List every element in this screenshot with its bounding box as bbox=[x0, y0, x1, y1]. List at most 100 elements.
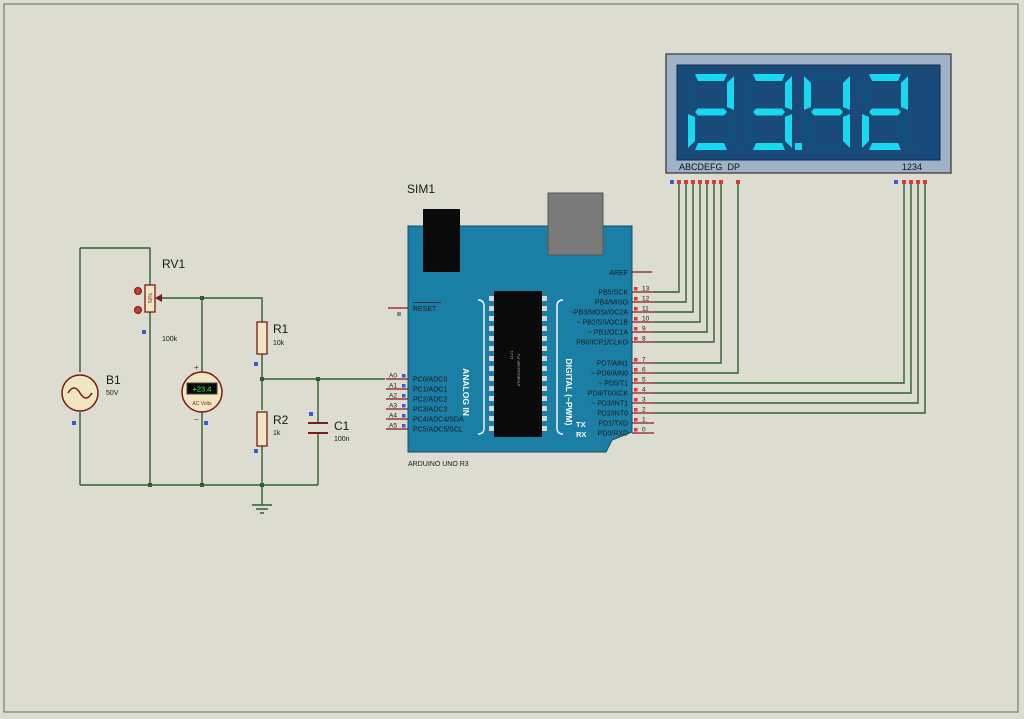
pin-marker bbox=[698, 180, 702, 184]
pin-marker bbox=[402, 384, 406, 388]
analog-pin-ext: A0 bbox=[389, 373, 397, 380]
pin-marker bbox=[691, 180, 695, 184]
analog-pin-ext: A5 bbox=[389, 423, 397, 430]
voltmeter-minus: − bbox=[194, 415, 199, 424]
reset-label: RESET bbox=[413, 306, 437, 313]
digit-segment bbox=[695, 108, 727, 116]
seven-segment-display[interactable]: ABCDEFG DP 1234 bbox=[665, 53, 952, 174]
segment-wire bbox=[654, 182, 708, 333]
pin-marker bbox=[634, 307, 638, 311]
digital-pin-name: ~ PD6/AIN0 bbox=[591, 371, 628, 378]
chip-pin bbox=[542, 416, 547, 421]
chip-pin bbox=[489, 366, 494, 371]
chip-pin bbox=[542, 326, 547, 331]
digit-segment bbox=[811, 74, 843, 81]
digit-segment bbox=[804, 114, 811, 148]
digital-pin-name: PD4/T0/XCK bbox=[588, 391, 628, 398]
chip-pin bbox=[542, 346, 547, 351]
digital-pin-number: 9 bbox=[642, 326, 646, 333]
analog-pin-ext: A4 bbox=[389, 413, 397, 420]
digit-segment bbox=[901, 114, 908, 148]
pin-marker bbox=[634, 368, 638, 372]
pin-marker bbox=[909, 180, 913, 184]
pin-marker bbox=[719, 180, 723, 184]
decimal-point bbox=[795, 143, 802, 150]
chip-pin bbox=[542, 426, 547, 431]
digit-segment bbox=[785, 114, 792, 148]
analog-pin-name: PC4/ADC4/SDA bbox=[413, 417, 464, 424]
pin-marker bbox=[916, 180, 920, 184]
chip-pin bbox=[542, 316, 547, 321]
r2-ref: R2 bbox=[273, 413, 289, 427]
display-digit bbox=[804, 74, 860, 150]
pin-marker bbox=[894, 180, 898, 184]
digital-pin-name: ~ PB2/SS/OC1B bbox=[576, 320, 628, 327]
chip-pin bbox=[489, 326, 494, 331]
digital-pin-number: 3 bbox=[642, 397, 646, 404]
digit-segment bbox=[688, 114, 695, 148]
pin-marker bbox=[634, 398, 638, 402]
digital-pin-number: 11 bbox=[642, 306, 649, 313]
display-digit bbox=[688, 74, 744, 150]
rv1-value: 100k bbox=[162, 336, 178, 343]
pin-marker bbox=[402, 424, 406, 428]
digit-pins-label: 1234 bbox=[902, 162, 922, 172]
analog-pin-ext: A3 bbox=[389, 403, 397, 410]
chip-pin bbox=[542, 396, 547, 401]
voltmeter-plus: + bbox=[194, 363, 199, 372]
digital-pin-name: ~ PD5/T1 bbox=[598, 381, 628, 388]
tx-label: TX bbox=[576, 420, 586, 429]
voltmeter-reading: +23.4 bbox=[193, 385, 212, 394]
pin-marker bbox=[634, 378, 638, 382]
digit-segment bbox=[869, 74, 901, 81]
decimal-point bbox=[911, 143, 918, 150]
digit-segment bbox=[843, 114, 850, 148]
capacitor-c1[interactable]: C1 100n bbox=[308, 412, 350, 443]
display-digit bbox=[746, 74, 802, 150]
pin-marker bbox=[634, 317, 638, 321]
chip-pin bbox=[542, 376, 547, 381]
pin-marker bbox=[634, 337, 638, 341]
sim1-label: SIM1 bbox=[407, 182, 435, 196]
arduino-uno-board[interactable]: SIM1 ATMEGA328P-PU 1121 ANALOG IN DIGITA… bbox=[386, 182, 654, 468]
digit-segment bbox=[727, 114, 734, 148]
junction bbox=[200, 296, 204, 300]
digital-pin-name: PD2/INT0 bbox=[597, 411, 628, 418]
chip-pin bbox=[489, 416, 494, 421]
analog-in-label: ANALOG IN bbox=[461, 368, 471, 416]
chip-pin bbox=[489, 376, 494, 381]
analog-pin-ext: A1 bbox=[389, 383, 397, 390]
digit-segment bbox=[785, 76, 792, 110]
chip-pin bbox=[489, 396, 494, 401]
resistor-r1[interactable]: R1 10k bbox=[254, 321, 289, 366]
digit-wire bbox=[654, 182, 905, 384]
digital-pin-name: ~ PB1/OC1A bbox=[588, 330, 629, 337]
junction bbox=[148, 483, 152, 487]
ac-voltmeter[interactable]: +23.4 AC Volts + − bbox=[181, 363, 223, 425]
ac-source-b1[interactable]: B1 50V bbox=[61, 373, 121, 425]
segment-wire bbox=[654, 182, 687, 303]
sheet-border bbox=[3, 3, 1019, 713]
voltmeter-label: AC Volts bbox=[192, 401, 212, 407]
digit-segment bbox=[753, 74, 785, 81]
pin-marker bbox=[402, 404, 406, 408]
digit-segment bbox=[688, 76, 695, 110]
chip-pin bbox=[489, 386, 494, 391]
dc-jack bbox=[423, 209, 460, 272]
digit-wire bbox=[654, 182, 919, 404]
junction bbox=[260, 483, 264, 487]
digit-segment bbox=[811, 108, 843, 116]
chip-pin bbox=[542, 386, 547, 391]
segment-wire bbox=[654, 182, 722, 364]
aref-label: AREF bbox=[609, 270, 628, 277]
digital-pin-name: PD0/RXD bbox=[598, 431, 628, 438]
digital-pin-name: PB0/ICP1/CLKO bbox=[576, 340, 628, 347]
digital-pin-number: 10 bbox=[642, 316, 650, 323]
resistor-r2[interactable]: R2 1k bbox=[254, 411, 289, 453]
chip-pin bbox=[542, 296, 547, 301]
digital-pwm-label: DIGITAL (~PWM) bbox=[564, 359, 574, 426]
potentiometer-rv1[interactable]: 50% RV1 100k bbox=[134, 257, 186, 343]
pin-marker bbox=[684, 180, 688, 184]
digital-pin-number: 5 bbox=[642, 377, 646, 384]
